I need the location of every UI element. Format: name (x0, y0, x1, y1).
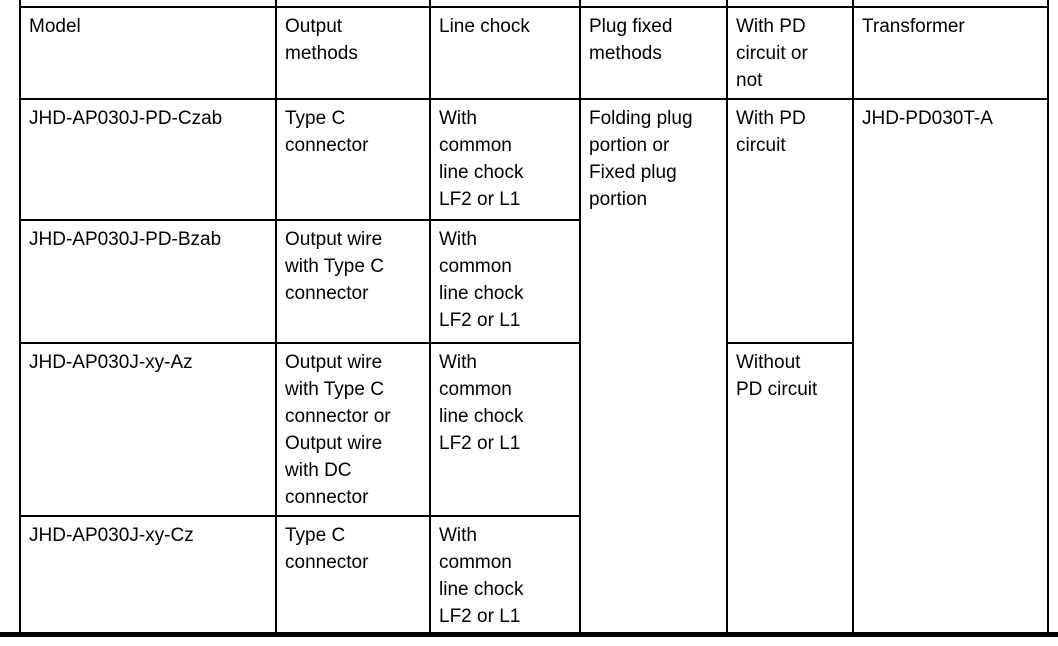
transformer-cell: JHD-PD030T-A (852, 98, 1049, 636)
model-cell: JHD-AP030J-PD-Czab (19, 98, 277, 221)
grid-stub-col2 (429, 0, 431, 8)
header-transformer: Transformer (852, 6, 1049, 100)
line-chock-cell: With common line chock LF2 or L1 (429, 98, 581, 221)
output-methods-cell: Type C connector (275, 98, 431, 221)
header-model: Model (19, 6, 277, 100)
with-pd-circuit-cell: With PD circuit (726, 98, 854, 344)
grid-stub-left (19, 0, 21, 8)
model-cell: JHD-AP030J-xy-Az (19, 342, 277, 517)
header-plug-fixed-methods: Plug fixed methods (579, 6, 728, 100)
grid-stub-col5 (852, 0, 854, 8)
header-output-methods: Output methods (275, 6, 431, 100)
header-pd-circuit: With PD circuit or not (726, 6, 854, 100)
model-cell: JHD-AP030J-PD-Bzab (19, 219, 277, 344)
line-chock-cell: With common line chock LF2 or L1 (429, 342, 581, 517)
table-row: JHD-AP030J-PD-Bzab Output wire with Type… (19, 219, 1048, 344)
table-header-row: Model Output methods Line chock Plug fix… (19, 6, 1049, 100)
grid-stub-col1 (275, 0, 277, 8)
without-pd-circuit-cell: Without PD circuit (726, 342, 854, 636)
table-bottom-rule (0, 632, 1058, 637)
grid-stub-col4 (726, 0, 728, 8)
grid-stub-col3 (579, 0, 581, 8)
output-methods-cell: Output wire with Type C connector or Out… (275, 342, 431, 517)
spec-table: Model Output methods Line chock Plug fix… (19, 6, 1049, 636)
grid-stub-right (1047, 0, 1049, 8)
model-cell: JHD-AP030J-xy-Cz (19, 515, 277, 636)
line-chock-cell: With common line chock LF2 or L1 (429, 515, 581, 636)
output-methods-cell: Output wire with Type C connector (275, 219, 431, 344)
output-methods-cell: Type C connector (275, 515, 431, 636)
table-row: JHD-AP030J-PD-Czab Type C connector With… (19, 98, 1049, 636)
line-chock-cell: With common line chock LF2 or L1 (429, 219, 581, 344)
plug-fixed-methods-cell: Folding plug portion or Fixed plug porti… (579, 98, 728, 636)
table-row: JHD-AP030J-xy-Cz Type C connector With c… (19, 515, 1048, 636)
header-line-chock: Line chock (429, 6, 581, 100)
table-row: JHD-AP030J-xy-Az Output wire with Type C… (19, 342, 1048, 636)
